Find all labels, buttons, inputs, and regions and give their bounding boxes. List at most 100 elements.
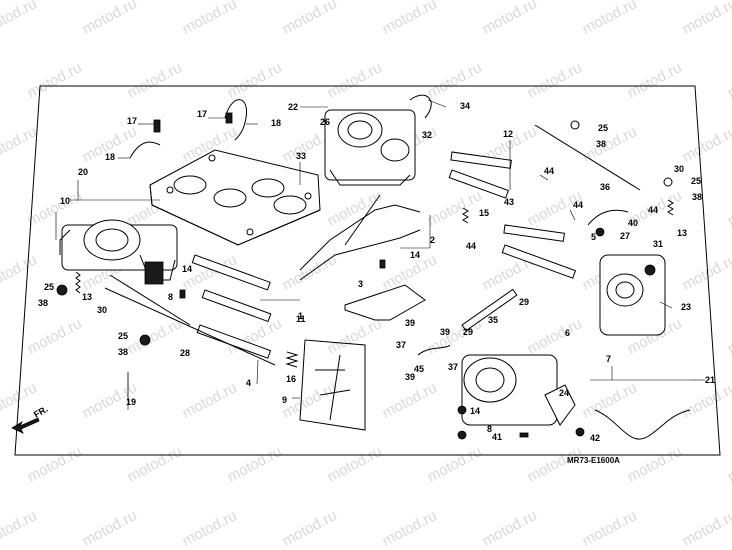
- rod-19: [104, 287, 276, 366]
- front-direction-label: FR.: [32, 404, 50, 420]
- callout-39: 39: [405, 318, 415, 328]
- callout-25: 25: [44, 282, 54, 292]
- front-direction-arrow: [11, 417, 40, 434]
- callout-9: 9: [282, 395, 287, 405]
- bolt-17-b: [225, 112, 233, 124]
- callout-39: 39: [440, 327, 450, 337]
- callout-26: 26: [320, 117, 330, 127]
- leader-line: [659, 301, 673, 309]
- callout-23: 23: [681, 302, 691, 312]
- hose-34: [409, 94, 432, 119]
- callout-18: 18: [105, 152, 115, 162]
- callout-16: 16: [286, 374, 296, 384]
- rod-28: [109, 274, 191, 326]
- hose-36: [587, 209, 629, 226]
- callout-32: 32: [422, 130, 432, 140]
- callout-30: 30: [97, 305, 107, 315]
- callout-7: 7: [606, 354, 611, 364]
- rod-12: [534, 124, 641, 191]
- callout-37: 37: [448, 362, 458, 372]
- callout-8: 8: [168, 292, 173, 302]
- callout-19: 19: [126, 397, 136, 407]
- vacuum-tube-upper: [224, 99, 248, 141]
- callout-24: 24: [559, 388, 569, 398]
- callout-3: 3: [358, 279, 363, 289]
- callout-37: 37: [396, 340, 406, 350]
- carburetor-left: [59, 219, 178, 285]
- callout-43: 43: [504, 197, 514, 207]
- callout-25: 25: [598, 123, 608, 133]
- leader-line: [427, 99, 447, 108]
- callout-38: 38: [38, 298, 48, 308]
- callout-18: 18: [271, 118, 281, 128]
- callout-11: 11: [296, 314, 306, 324]
- carburetor-upper: [324, 109, 416, 186]
- callout-13: 13: [677, 228, 687, 238]
- callout-39: 39: [405, 372, 415, 382]
- callout-44: 44: [466, 241, 476, 251]
- leader-line: [539, 174, 549, 181]
- callout-38: 38: [596, 139, 606, 149]
- callout-14: 14: [182, 264, 192, 274]
- callout-17: 17: [197, 109, 207, 119]
- callout-8: 8: [487, 424, 492, 434]
- callout-35: 35: [488, 315, 498, 325]
- callout-22: 22: [288, 102, 298, 112]
- springs: [75, 199, 674, 368]
- callout-2: 2: [430, 235, 435, 245]
- intake-manifold: [149, 149, 321, 246]
- callout-1: 1: [298, 311, 303, 321]
- callout-44: 44: [573, 200, 583, 210]
- callout-44: 44: [648, 205, 658, 215]
- callout-6: 6: [565, 328, 570, 338]
- callout-36: 36: [600, 182, 610, 192]
- cable-21: [594, 409, 691, 440]
- callout-28: 28: [180, 348, 190, 358]
- leader-lines: [55, 99, 705, 410]
- callout-33: 33: [296, 151, 306, 161]
- callout-17: 17: [127, 116, 137, 126]
- callout-4: 4: [246, 378, 251, 388]
- throttle-linkage: [299, 339, 366, 431]
- callout-12: 12: [503, 129, 513, 139]
- carburetor-right: [599, 254, 666, 336]
- callout-13: 13: [82, 292, 92, 302]
- joint-pipes: [191, 151, 577, 359]
- callout-40: 40: [628, 218, 638, 228]
- leader-line: [569, 209, 576, 221]
- callout-45: 45: [414, 364, 424, 374]
- callout-38: 38: [692, 192, 702, 202]
- assembly-frame: [14, 85, 721, 456]
- callout-14: 14: [410, 250, 420, 260]
- callout-42: 42: [590, 433, 600, 443]
- small-hardware: [56, 120, 673, 440]
- callout-21: 21: [705, 375, 715, 385]
- callout-25: 25: [118, 331, 128, 341]
- callout-41: 41: [492, 432, 502, 442]
- callout-10: 10: [60, 196, 70, 206]
- callout-14: 14: [470, 406, 480, 416]
- callout-31: 31: [653, 239, 663, 249]
- callout-34: 34: [460, 101, 470, 111]
- callout-44: 44: [544, 166, 554, 176]
- vacuum-tube-left: [129, 141, 161, 159]
- carburetor-lower: [461, 354, 576, 426]
- callout-29: 29: [463, 327, 473, 337]
- hose-37: [417, 344, 451, 356]
- callout-27: 27: [620, 231, 630, 241]
- callout-25: 25: [691, 176, 701, 186]
- link-plate: [299, 194, 421, 281]
- leader-line: [256, 359, 259, 385]
- diagram-code: MR73-E1600A: [567, 456, 620, 465]
- callout-38: 38: [118, 347, 128, 357]
- bolt-17-a: [153, 119, 161, 133]
- callout-20: 20: [78, 167, 88, 177]
- bracket-3: [344, 284, 426, 321]
- callout-30: 30: [674, 164, 684, 174]
- callout-5: 5: [591, 232, 596, 242]
- callout-29: 29: [519, 297, 529, 307]
- callout-15: 15: [479, 208, 489, 218]
